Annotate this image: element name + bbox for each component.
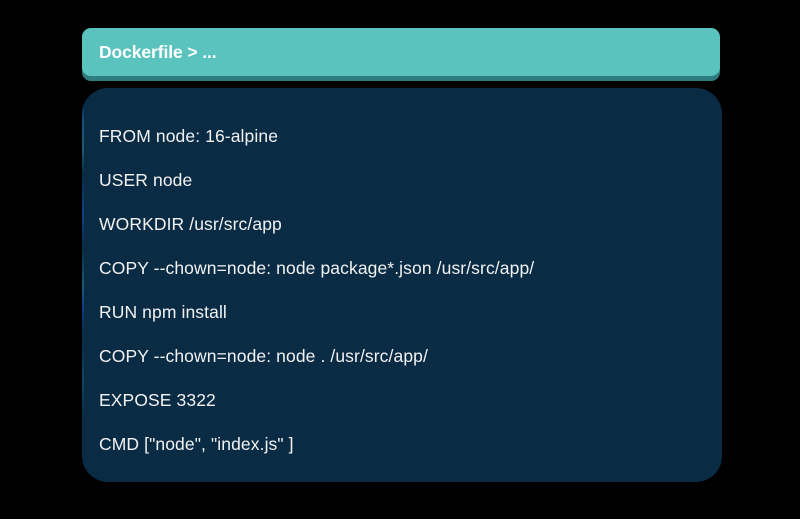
dockerfile-tab-header[interactable]: Dockerfile > ... [82,28,720,76]
code-line: EXPOSE 3322 [99,390,216,410]
code-block: FROM node: 16-alpine USER node WORKDIR /… [82,114,722,466]
code-line: COPY --chown=node: node package*.json /u… [99,258,535,278]
code-line: FROM node: 16-alpine [99,126,279,146]
page-title: Dockerfile > ... [99,41,217,62]
code-line: USER node [99,170,193,190]
code-line: WORKDIR /usr/src/app [99,214,282,234]
code-line: CMD ["node", "index.js" ] [99,434,294,454]
code-line: RUN npm install [99,302,227,322]
code-line: COPY --chown=node: node . /usr/src/app/ [99,346,428,366]
code-panel: FROM node: 16-alpine USER node WORKDIR /… [82,88,722,482]
